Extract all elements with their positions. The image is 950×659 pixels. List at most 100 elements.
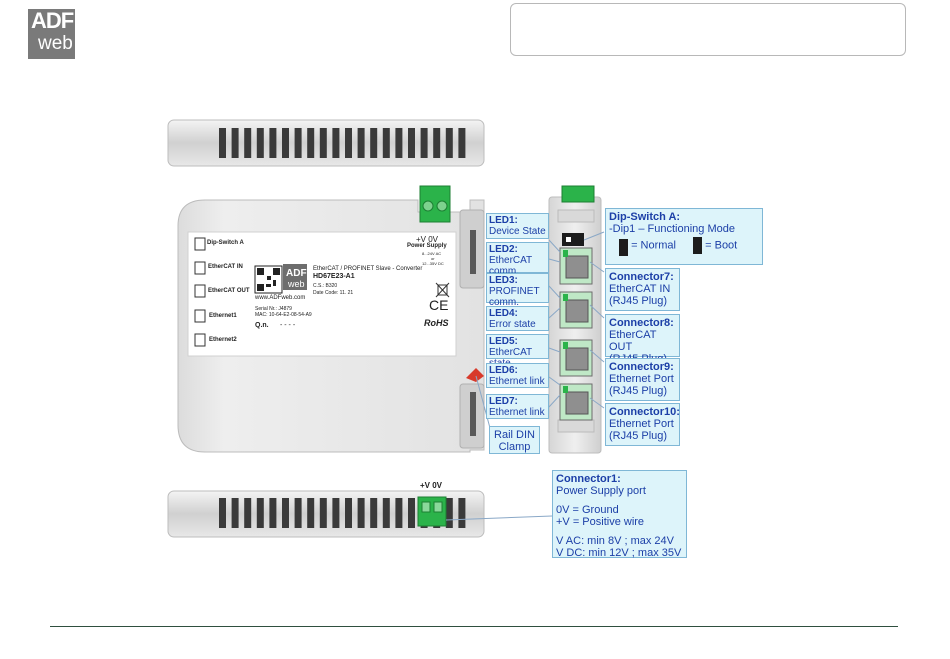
rj45-icon [194, 309, 206, 323]
led-indicator [563, 250, 568, 257]
svg-text:ADF: ADF [286, 268, 307, 279]
product-label [187, 231, 457, 357]
label-serial: Serial Nr.: J4879 [255, 306, 292, 312]
dip-switch-icon [194, 237, 206, 251]
label-logo [283, 264, 307, 290]
rj45-icon [194, 284, 206, 298]
connector10-callout: Connector10: Ethernet Port (RJ45 Plug) [605, 403, 680, 446]
vent-slot [445, 128, 453, 158]
vent-slot [294, 128, 302, 158]
vent-slot [244, 498, 252, 528]
connector8-callout: Connector8: EtherCAT OUT (RJ45 Plug) [605, 314, 680, 365]
rj45-icon [194, 333, 206, 347]
vent-slot [282, 128, 289, 158]
led-indicator [563, 342, 568, 349]
vent-slot [408, 498, 415, 528]
vent-slot [382, 498, 390, 528]
vent-slot [231, 128, 239, 158]
rohs-mark: RoHS [424, 318, 449, 328]
label-power-supply: Power Supply [407, 243, 447, 249]
vent-slot [256, 128, 264, 158]
dip-normal-icon [619, 239, 628, 256]
top-view-housing [167, 119, 485, 167]
ce-mark: CE [429, 297, 449, 313]
vent-slot [307, 128, 315, 158]
dip-switch-callout: Dip-Switch A: -Dip1 – Functioning Mode =… [605, 208, 763, 265]
label-ethernet2: Ethernet2 [209, 337, 237, 343]
vent-slot [395, 498, 403, 528]
front-view-housing: ADF web [177, 185, 485, 453]
vent-slot [395, 128, 403, 158]
rail-clamp-icon [466, 368, 484, 382]
vent-slot [219, 498, 226, 528]
vent-slot [332, 498, 340, 528]
vent-slot [319, 498, 327, 528]
led4-callout: LED4: Error state [486, 306, 549, 331]
connector7-callout: Connector7: EtherCAT IN (RJ45 Plug) [605, 268, 680, 311]
vent-slot [408, 128, 415, 158]
label-date-code: Date Code: 11. 21 [313, 290, 354, 296]
vent-slot [458, 128, 466, 158]
vent-slot [256, 498, 264, 528]
led1-callout: LED1: Device State [486, 213, 549, 239]
vent-slot [319, 128, 327, 158]
vent-slot [269, 498, 277, 528]
footer-line [50, 626, 898, 627]
label-ethernet1: Ethernet1 [209, 313, 237, 319]
vent-slot [357, 128, 365, 158]
vent-slot [458, 498, 466, 528]
label-mac: MAC: 10-64-E2-08-54-A9 [255, 312, 312, 318]
vent-slot [420, 128, 428, 158]
label-qn-value: - - - - [280, 322, 296, 329]
label-cs: C.S.: B320 [313, 283, 338, 289]
vent-slot [219, 128, 226, 158]
label-ethercat-out: EtherCAT OUT [208, 288, 250, 294]
label-qn: Q.n. [255, 322, 269, 329]
vent-slot [269, 128, 277, 158]
label-website: www.ADFweb.com [255, 295, 306, 301]
led5-callout: LED5: EtherCAT state [486, 334, 549, 369]
led3-callout: LED3: PROFINET comm. [486, 273, 549, 308]
side-terminal-block [561, 185, 595, 203]
led-indicator [563, 294, 568, 301]
dip-switch-icon [562, 233, 584, 246]
bottom-view-housing [167, 490, 485, 538]
vent-slot [345, 128, 352, 158]
connector9-callout: Connector9: Ethernet Port (RJ45 Plug) [605, 358, 680, 401]
label-power-v: +V 0V [416, 235, 439, 244]
vent-slot [231, 498, 239, 528]
vent-slot [382, 128, 390, 158]
adfweb-logo: ADF web [28, 9, 75, 59]
label-power-ac: 8...24V AC [422, 251, 442, 256]
label-ethercat-in: EtherCAT IN [208, 264, 243, 270]
rj45-icon [194, 261, 206, 275]
svg-text:web: web [287, 279, 305, 289]
callout-leader-lines [445, 231, 605, 521]
weee-bin-icon [435, 282, 450, 298]
led7-callout: LED7: Ethernet link [486, 394, 549, 419]
label-dip-switch: Dip-Switch A [207, 240, 244, 246]
led-indicator [563, 386, 568, 393]
vent-slot [244, 128, 252, 158]
dip-boot-icon [693, 237, 703, 254]
vent-slot [433, 128, 441, 158]
vent-slot [307, 498, 315, 528]
label-product-desc: EtherCAT / PROFINET Slave - Converter [313, 266, 423, 272]
led2-callout: LED2: EtherCAT comm. [486, 242, 549, 277]
vent-slot [370, 128, 378, 158]
vent-slot [370, 498, 378, 528]
vent-slot [445, 498, 453, 528]
rail-din-clamp-callout: Rail DIN Clamp [489, 426, 540, 454]
label-power-dc: 12...35V DC [422, 261, 444, 266]
led6-callout: LED6: Ethernet link [486, 363, 549, 388]
vent-slot [332, 128, 340, 158]
connector1-callout: Connector1: Power Supply port 0V = Groun… [552, 470, 687, 559]
label-model: HD67E23-A1 [313, 273, 355, 280]
header-box [510, 3, 906, 56]
side-view-housing [548, 185, 602, 454]
vent-slot [345, 498, 352, 528]
qr-code-icon [254, 265, 283, 294]
vent-slot [357, 498, 365, 528]
bottom-terminal-label: +V 0V [420, 481, 443, 490]
